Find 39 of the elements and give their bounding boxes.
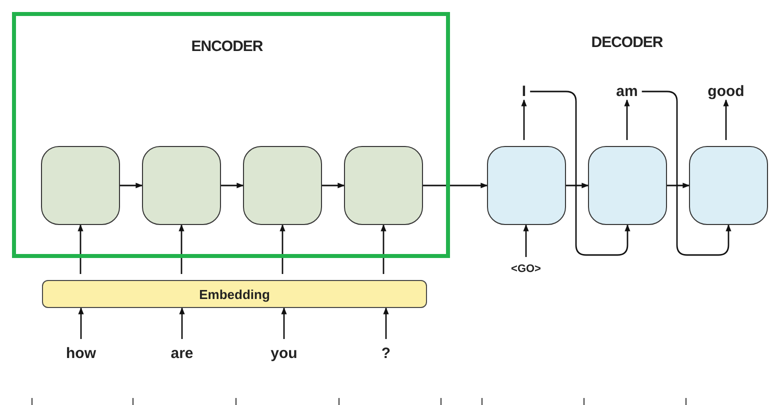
arrow [281, 307, 287, 339]
arrow [120, 182, 143, 188]
token-label: are [170, 345, 194, 362]
arrow [642, 90, 732, 256]
arrow [78, 307, 84, 339]
arrow [322, 182, 345, 188]
arrow [179, 307, 185, 339]
rnn-cell [487, 146, 566, 225]
token-label: am [616, 83, 638, 100]
rnn-cell [689, 146, 768, 225]
arrow [723, 99, 729, 140]
arrow [280, 224, 286, 274]
arrow [423, 182, 488, 188]
arrow [523, 224, 529, 257]
embedding-layer: Embedding [42, 280, 427, 308]
rnn-cell [344, 146, 423, 225]
arrow [624, 99, 630, 140]
arrow [521, 99, 527, 140]
rnn-cell [243, 146, 322, 225]
encoder-frame [12, 12, 450, 258]
token-label: <GO> [511, 263, 541, 275]
arrow [178, 224, 184, 274]
token-label: I [522, 83, 526, 100]
rnn-cell [142, 146, 221, 225]
rnn-cell [41, 146, 120, 225]
token-label: good [708, 83, 744, 100]
arrow [667, 182, 690, 188]
section-heading: ENCODER [191, 38, 263, 55]
rnn-cell [588, 146, 667, 225]
section-heading: DECODER [591, 34, 663, 51]
arrow [78, 224, 84, 274]
arrow [380, 224, 386, 274]
arrow [566, 182, 589, 188]
arrow [383, 307, 389, 339]
arrow [530, 90, 630, 256]
token-label: ? [381, 345, 391, 362]
token-label: how [66, 345, 96, 362]
arrow [221, 182, 244, 188]
token-label: you [270, 345, 298, 362]
